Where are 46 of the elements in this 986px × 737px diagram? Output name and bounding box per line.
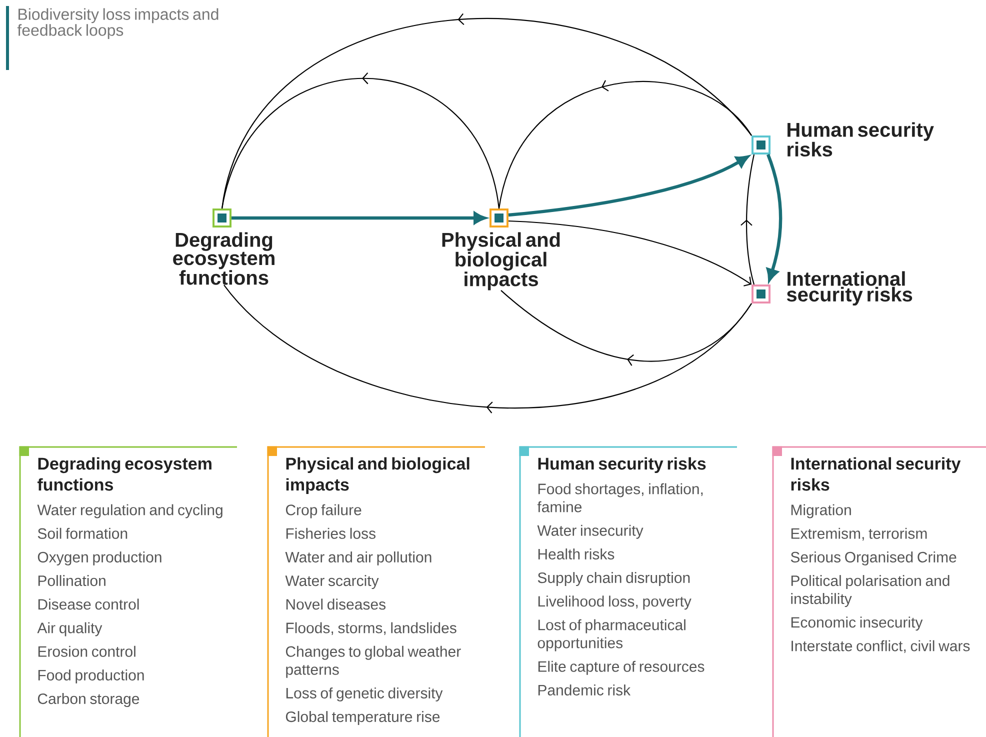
node-label: Air quality bbox=[37, 622, 102, 636]
node-label: Crop failure bbox=[286, 504, 362, 518]
node-label: Pollination bbox=[38, 575, 106, 586]
node-label: Degrading ecosystem functions bbox=[173, 232, 274, 285]
node-label: Political polarisation and instability bbox=[791, 575, 950, 608]
node-label: Water and air pollution bbox=[285, 551, 432, 566]
node-label: Novel diseases bbox=[286, 598, 386, 610]
title: Biodiversity loss impacts and feedback loops bbox=[17, 8, 218, 40]
category-panel: Human security risks Food shortages, inflation, famine Water insecurity Health risks Supply chain disruption Livelihood loss, poverty Lost of pharmaceutical opportunities Elite capture of resources Pandemic risk bbox=[519, 446, 737, 737]
node-label: Food production bbox=[38, 669, 144, 684]
node-label: Economic insecurity bbox=[791, 616, 923, 631]
node-label: Pandemic risk bbox=[538, 684, 631, 696]
node-label: International security risks bbox=[786, 271, 912, 306]
node-label: Changes to global weather patterns bbox=[286, 646, 461, 678]
node-label: Physical and biological impacts bbox=[286, 457, 470, 494]
node-label: Water scarcity bbox=[285, 575, 379, 590]
node-label: Fisheries loss bbox=[286, 528, 376, 539]
node-label: Disease control bbox=[38, 598, 139, 610]
node-label: Migration bbox=[791, 504, 851, 518]
node-label: Floods, storms, landslides bbox=[286, 622, 456, 636]
node-label: Global temperature rise bbox=[286, 711, 440, 726]
node-label: Water regulation and cycling bbox=[37, 504, 222, 518]
node-label: Livelihood loss, poverty bbox=[538, 596, 692, 610]
category-panel: Degrading ecosystem functions Water regulation and cycling Soil formation Oxygen production Pollination Disease control Air quality Erosion control Food production Carbon storage bbox=[19, 446, 237, 737]
node-label: Physical and biological impacts bbox=[442, 232, 560, 290]
node-label: Extremism, terrorism bbox=[791, 528, 927, 541]
node-label: Elite capture of resources bbox=[538, 660, 704, 675]
node-label: Soil formation bbox=[38, 528, 128, 539]
node-label: Oxygen production bbox=[38, 551, 162, 566]
node-label: Loss of genetic diversity bbox=[286, 687, 443, 702]
arrow bbox=[508, 220, 752, 286]
node-label: Serious Organised Crime bbox=[790, 551, 956, 566]
node-label: International security risks bbox=[791, 457, 961, 491]
category-panel: International security risks Migration Extremism, terrorism Serious Organised Crime Political polarisation and instability Economic insecurity Interstate conflict, civil wars bbox=[772, 446, 986, 737]
node-label: Carbon storage bbox=[38, 693, 140, 708]
node-label: Food shortages, inflation, famine bbox=[537, 483, 703, 512]
category-panel: Physical and biological impacts Crop failure Fisheries loss Water and air pollution Water scarcity Novel diseases Floods, storms, landslides Changes to global weather patterns Loss of genetic diversity Global temperature rise bbox=[267, 446, 485, 737]
node-label: Human security risks bbox=[538, 457, 706, 474]
node-label: Health risks bbox=[538, 548, 614, 560]
node-label: Lost of pharmaceutical opportunities bbox=[538, 619, 686, 652]
node-label: Supply chain disruption bbox=[538, 572, 690, 586]
node-label: Interstate conflict, civil wars bbox=[792, 640, 970, 654]
node-label: Degrading ecosystem functions bbox=[38, 457, 212, 491]
node-label: Human security risks bbox=[788, 122, 934, 157]
node-label: Erosion control bbox=[38, 646, 136, 657]
node-label: Water insecurity bbox=[537, 524, 644, 539]
